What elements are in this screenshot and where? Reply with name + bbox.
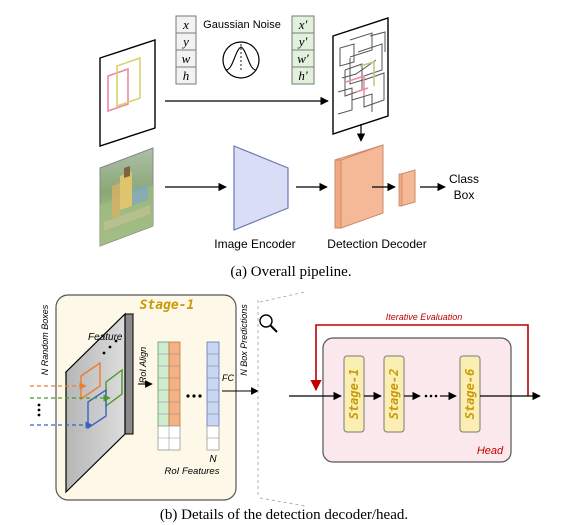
noisy-box-canvas — [332, 17, 389, 135]
input-image — [99, 147, 154, 247]
head-label: Head — [477, 445, 504, 457]
var-w: w — [182, 51, 191, 66]
output-head-block — [398, 169, 416, 207]
zoom-line-bottom — [259, 497, 306, 507]
roi-feature-column — [157, 341, 181, 451]
input-box-vars: x y w h — [175, 15, 197, 85]
iterative-label: Iterative Evaluation — [386, 312, 463, 322]
noise-label: Gaussian Noise — [203, 19, 281, 31]
var-w-noisy: w' — [297, 51, 309, 66]
box-predictions-label: N Box Predictions — [239, 304, 249, 376]
roi-features-label: RoI Features — [165, 466, 220, 477]
feature-map: Feature — [64, 312, 135, 494]
roi-feature-column-blue — [206, 341, 220, 451]
more-boxes-ellipsis-icon — [37, 403, 41, 417]
gaussian-curve-icon — [222, 41, 260, 79]
var-y: y — [181, 34, 189, 49]
zoom-line-top — [259, 291, 306, 303]
head-stage-2: Stage-2 — [383, 355, 405, 433]
stage-ellipsis-icon — [424, 394, 438, 398]
head-stage-6-label: Stage-6 — [463, 369, 477, 420]
var-x: x — [182, 17, 189, 32]
var-y-noisy: y' — [297, 34, 308, 49]
fc-label: FC — [222, 373, 234, 383]
decoder-label: Detection Decoder — [327, 237, 426, 251]
iterative-loop-arrow — [310, 324, 529, 396]
output-box-label: Box — [454, 188, 475, 202]
head-stage-1: Stage-1 — [343, 355, 365, 433]
gt-box-canvas — [99, 39, 156, 147]
n-label: N — [209, 454, 217, 465]
roi-align-label: RoI Align — [138, 347, 148, 383]
random-boxes-label: N Random Boxes — [40, 304, 50, 375]
encoder-label: Image Encoder — [214, 237, 295, 251]
image-encoder-block — [233, 145, 289, 231]
var-x-noisy: x' — [298, 17, 308, 32]
head-stage-2-label: Stage-2 — [387, 369, 401, 420]
var-h: h — [183, 68, 190, 83]
caption-a: (a) Overall pipeline. — [230, 264, 351, 280]
head-stage-1-label: Stage-1 — [347, 369, 361, 420]
detection-decoder-block — [334, 144, 384, 229]
roi-ellipsis-icon — [186, 394, 202, 398]
noisy-box-vars: x' y' w' h' — [291, 15, 315, 85]
panel-a: x y w h Gaussian Noise x' y' w' h' — [99, 15, 479, 280]
magnifier-icon — [259, 314, 278, 333]
caption-b: (b) Details of the detection decoder/hea… — [160, 507, 408, 523]
panel-b: Stage-1 N Random Boxes Feature RoI Align — [30, 291, 541, 523]
head-stage-6: Stage-6 — [459, 355, 481, 433]
stage-1-title: Stage-1 — [140, 298, 195, 313]
var-h-noisy: h' — [298, 68, 308, 83]
output-class-label: Class — [449, 172, 479, 186]
feature-label: Feature — [88, 332, 123, 343]
